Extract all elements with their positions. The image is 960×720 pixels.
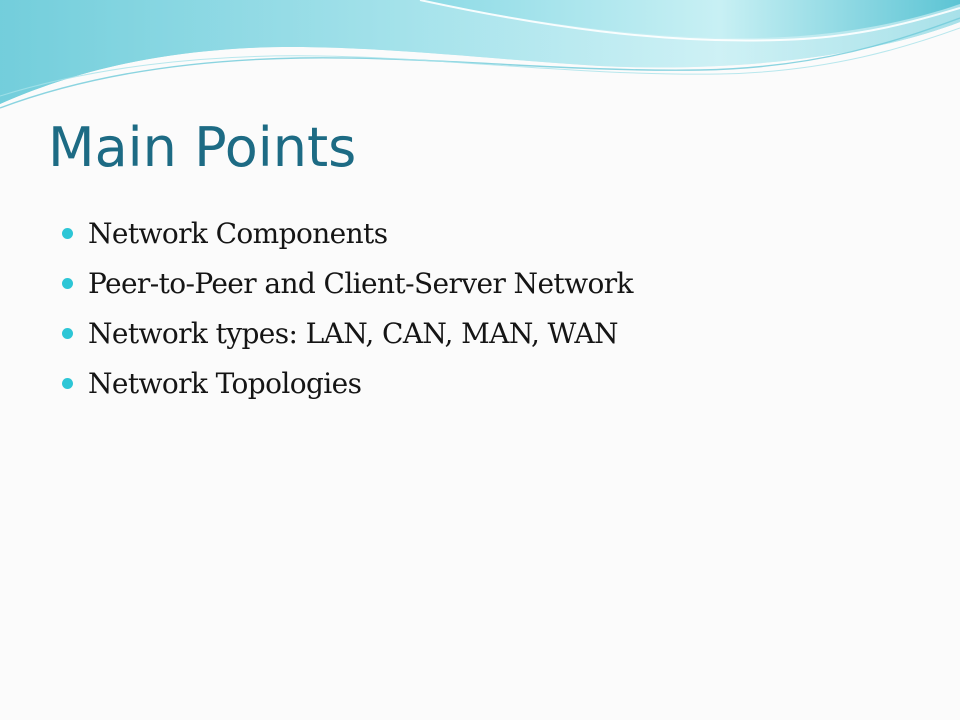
bullet-item: Peer-to-Peer and Client-Server Network: [62, 258, 633, 308]
bullet-item: Network Topologies: [62, 358, 633, 408]
bullet-text: Network Components: [88, 216, 388, 250]
bullet-text: Peer-to-Peer and Client-Server Network: [88, 266, 633, 300]
bullet-text: Network types: LAN, CAN, MAN, WAN: [88, 316, 618, 350]
bullet-dot-icon: [62, 327, 73, 339]
bullet-dot-icon: [62, 277, 73, 289]
bullet-dot-icon: [62, 377, 73, 389]
bullet-item: Network Components: [62, 208, 633, 258]
bullet-item: Network types: LAN, CAN, MAN, WAN: [62, 308, 633, 358]
bullet-dot-icon: [62, 227, 73, 239]
bullet-list: Network Components Peer-to-Peer and Clie…: [62, 208, 633, 408]
bullet-text: Network Topologies: [88, 366, 362, 400]
slide-title: Main Points: [48, 116, 357, 179]
header-wave-decoration: [0, 0, 960, 109]
